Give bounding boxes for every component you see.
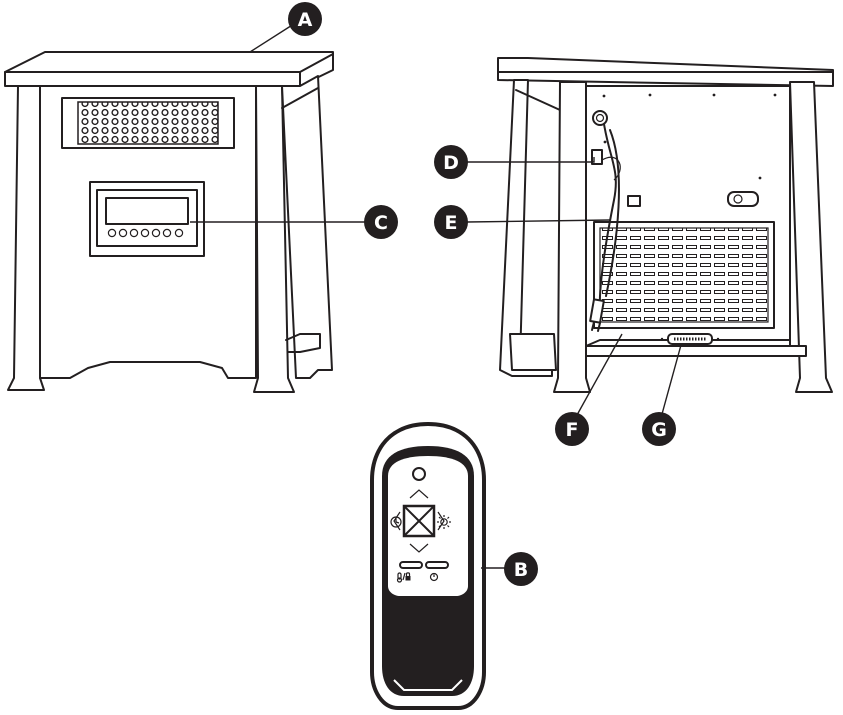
timer-icon [390, 516, 402, 528]
heater-front-view [4, 51, 334, 393]
back-left-leg [553, 81, 591, 393]
brightness-icon [437, 515, 451, 529]
front-side-frame [281, 75, 333, 379]
remote-direction-pad [393, 489, 445, 553]
remote-right-button [425, 561, 449, 569]
callout-g: G [642, 412, 676, 446]
callout-d-label: D [443, 152, 459, 174]
timer-small-icon [429, 572, 439, 582]
power-switch [591, 149, 603, 165]
callout-f: F [555, 412, 589, 446]
back-right-leg [789, 81, 833, 393]
back-panel-screws [602, 93, 777, 180]
honeycomb-grille [77, 101, 219, 145]
lcd-display [105, 197, 189, 225]
leader-lines [190, 21, 682, 569]
control-buttons [107, 228, 184, 238]
front-heat-grille-frame [61, 97, 235, 149]
up-arrow-icon [409, 489, 429, 499]
down-arrow-icon [409, 543, 429, 553]
heater-back-view [497, 57, 834, 393]
cord-hook [627, 195, 641, 207]
front-left-leg [7, 85, 45, 391]
power-cord [598, 123, 617, 319]
callout-b: B [504, 552, 538, 586]
callout-c: C [364, 205, 398, 239]
back-side-frame [499, 79, 553, 377]
callout-c-label: C [374, 212, 388, 234]
remote-left-button [399, 561, 423, 569]
power-plug [589, 298, 605, 324]
rear-thermal-switch [727, 191, 759, 207]
back-bottom-shelf [585, 345, 807, 357]
thermometer-lock-icon [396, 572, 411, 583]
front-top-slab [4, 51, 334, 87]
callout-e-label: E [445, 212, 458, 234]
callout-d: D [434, 145, 468, 179]
remote-control [370, 422, 486, 710]
callout-b-label: B [514, 559, 528, 581]
remote-power-button [412, 467, 426, 481]
callout-f-label: F [566, 419, 579, 441]
callout-a-label: A [298, 9, 313, 31]
callout-e: E [434, 205, 468, 239]
rear-filter-grille [599, 227, 769, 323]
callout-a: A [288, 2, 322, 36]
callout-g-label: G [651, 419, 667, 441]
